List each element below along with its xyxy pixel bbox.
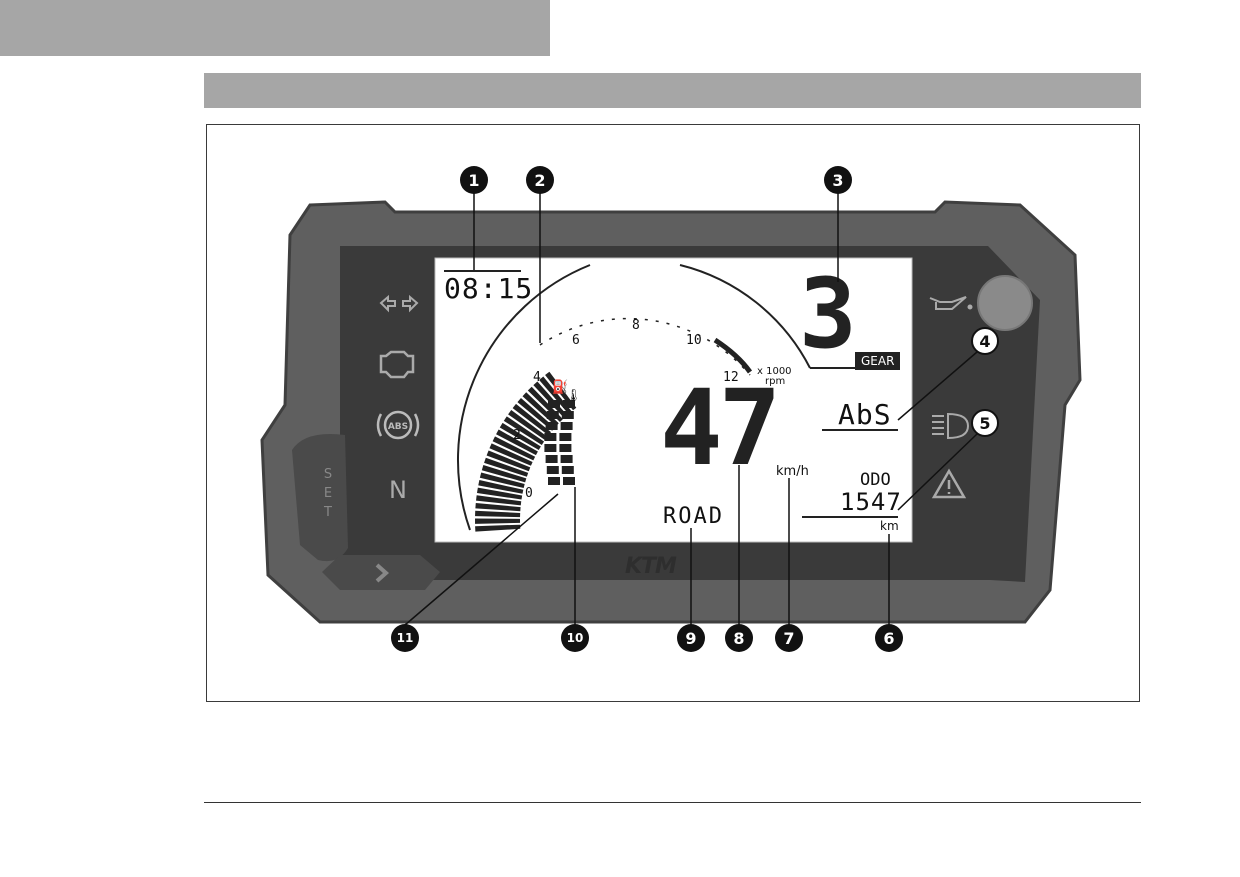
rpm-bar-segment xyxy=(489,443,533,466)
rpm-tick-8: 8 xyxy=(632,318,640,333)
set-button-e: E xyxy=(324,486,332,501)
fuel-bar-segment xyxy=(544,444,557,452)
section-heading-bar xyxy=(204,73,1141,108)
fuel-bar-segment xyxy=(545,455,558,463)
neutral-indicator: N xyxy=(389,476,407,504)
temp-bar-segment xyxy=(563,477,575,485)
rpm-bar-segment xyxy=(486,450,531,472)
rpm-bar-segment xyxy=(499,422,541,450)
engine-check-icon xyxy=(379,350,415,379)
odo-label: ODO xyxy=(860,470,891,490)
speed-display: 47 xyxy=(660,367,781,489)
fuel-temp-bars xyxy=(544,400,575,485)
rpm-tick-6: 6 xyxy=(572,333,580,348)
callout-4: 4 xyxy=(971,327,999,355)
rpm-bar-segment xyxy=(512,403,552,436)
rpm-bar-segment xyxy=(484,457,529,477)
oil-pressure-icon xyxy=(929,296,973,310)
temp-bar-segment xyxy=(560,455,573,463)
fuel-bar-segment xyxy=(546,411,559,419)
speed-unit: km/h xyxy=(776,464,809,479)
fuel-bar-segment xyxy=(545,422,558,430)
fuel-bar-segment xyxy=(546,466,559,474)
callout-9: 9 xyxy=(677,624,705,652)
callout-2: 2 xyxy=(526,166,554,194)
temp-bar-segment xyxy=(563,400,575,408)
rpm-tick-2: 2 xyxy=(513,428,521,443)
rpm-bar-segment xyxy=(508,410,548,441)
temp-bar-segment xyxy=(561,411,574,419)
callout-10: 10 xyxy=(561,624,589,652)
set-button-t: T xyxy=(323,505,332,520)
clock-display: 08:15 xyxy=(444,272,534,305)
ambient-light-sensor xyxy=(977,275,1033,331)
odo-underline xyxy=(802,516,898,518)
rpm-bar-segment xyxy=(481,465,527,483)
callout-1: 1 xyxy=(460,166,488,194)
callout-8: 8 xyxy=(725,624,753,652)
rpm-bar-segment xyxy=(478,480,524,494)
chapter-header-tab xyxy=(0,0,550,56)
rpm-arc-outer xyxy=(456,264,591,531)
rpm-bar-segment xyxy=(479,472,525,489)
turn-signal-icon xyxy=(379,294,419,313)
clock-underline xyxy=(444,270,521,272)
callout-3: 3 xyxy=(824,166,852,194)
callout-5: 5 xyxy=(971,409,999,437)
coolant-temp-icon: 🌡 xyxy=(566,388,582,402)
set-button-s: S xyxy=(324,467,332,482)
abs-mode-display: AbS xyxy=(838,398,892,431)
temp-bar-segment xyxy=(559,433,572,441)
fuel-bar-segment xyxy=(548,400,560,408)
distance-unit: km xyxy=(880,519,899,533)
fuel-bar-segment xyxy=(544,433,557,441)
fuel-icon: ⛽ xyxy=(552,380,569,395)
temp-bar-segment xyxy=(561,466,574,474)
abs-icon-label: ABS xyxy=(388,422,408,432)
brand-logo: KTM xyxy=(625,554,677,579)
footer-rule xyxy=(204,802,1141,803)
set-button[interactable] xyxy=(292,434,348,562)
gear-display: 3 xyxy=(799,258,857,370)
ride-mode-display: ROAD xyxy=(663,504,724,529)
rpm-tick-4: 4 xyxy=(533,370,541,385)
rpm-bar-segment xyxy=(503,416,545,445)
rpm-tick-0: 0 xyxy=(525,486,533,501)
abs-warning-icon xyxy=(376,410,420,440)
rpm-bar-segment xyxy=(475,518,521,524)
rpm-tick-12: 12 xyxy=(723,370,739,385)
odometer-display: 1547 xyxy=(840,488,902,516)
rpm-bar-segment xyxy=(517,397,555,431)
rpm-bar-segment xyxy=(533,381,568,418)
next-button[interactable] xyxy=(322,555,440,590)
rpm-arc-right xyxy=(679,264,811,369)
gear-label: GEAR xyxy=(855,352,901,370)
temp-bar-segment xyxy=(559,444,572,452)
temp-bar-segment xyxy=(560,422,573,430)
fuel-bar-segment xyxy=(548,477,560,485)
rpm-multiplier: x 1000 xyxy=(757,366,792,377)
callout-7: 7 xyxy=(775,624,803,652)
rpm-bar-segment xyxy=(496,429,538,456)
rpm-unit: rpm xyxy=(765,376,786,387)
callout-6: 6 xyxy=(875,624,903,652)
rpm-tick-10: 10 xyxy=(686,333,702,348)
rpm-bar-segment xyxy=(492,436,536,461)
abs-underline xyxy=(822,429,898,431)
rpm-tick-arc xyxy=(539,317,751,376)
chevron-right-icon xyxy=(375,563,390,583)
callout-11: 11 xyxy=(391,624,419,652)
rpm-redline xyxy=(713,337,753,374)
